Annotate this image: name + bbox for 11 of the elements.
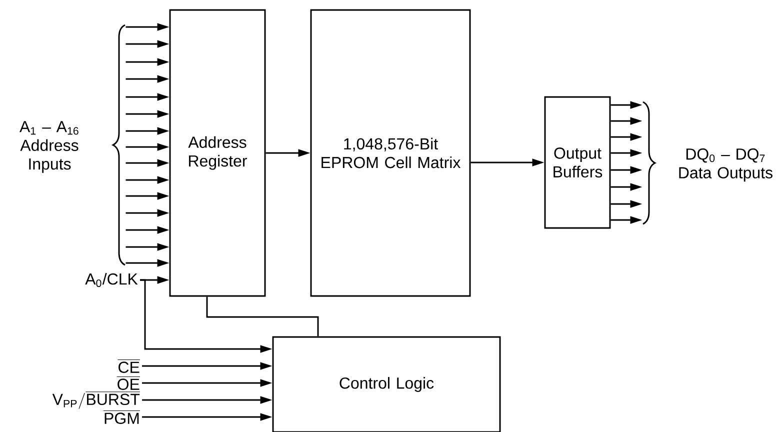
signal-name: $\overline{\mathrm{OE}}$ [116, 376, 140, 390]
control-logic-box: Control Logic [272, 336, 501, 432]
signal-name: $\overline{\mathrm{PGM}}$ [104, 410, 140, 424]
block-box: Output Buffers [544, 96, 611, 229]
bus-label: DQ$_{0}$ – DQ$_{7}$ Data Outputs [642, 101, 772, 225]
block-box: Address Register [169, 9, 266, 297]
block-box: 1,048,576-Bit EPROM Cell Matrix [310, 9, 471, 297]
signal-name: A$_{0}$/CLK [85, 272, 138, 288]
bus-label: A$_{1}$ – A$_{16}$ Address Inputs [20, 24, 126, 266]
signal-name: $\overline{\mathrm{CE}}$ [118, 360, 140, 373]
signal-name: $\mathrm{V_{PP}/\overline{BURST}}$ [52, 392, 140, 409]
